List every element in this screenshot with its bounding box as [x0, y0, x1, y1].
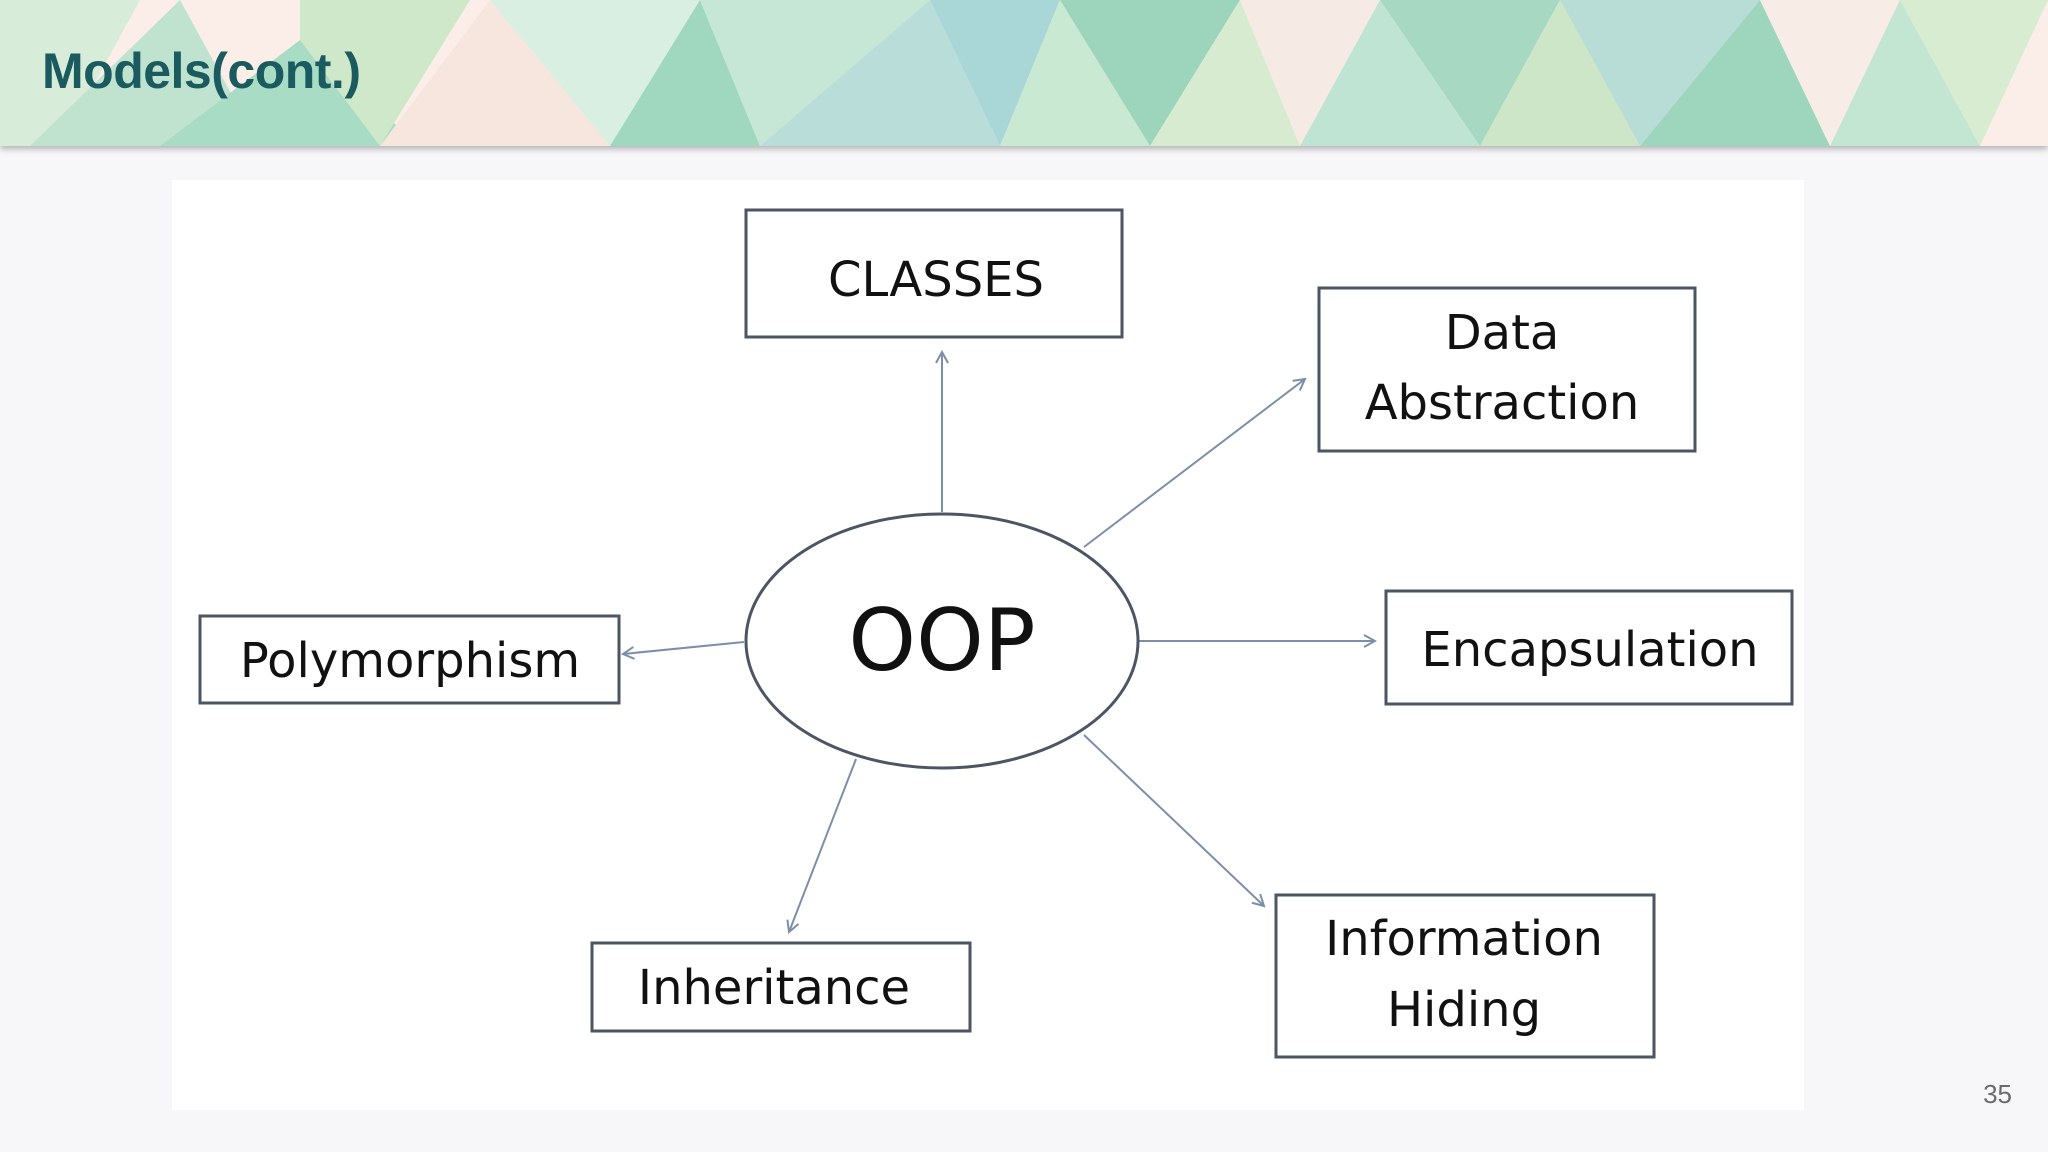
- header-banner: [0, 0, 2048, 146]
- inheritance-label: Inheritance: [638, 960, 910, 1016]
- arrow-to-data-abstraction: [1083, 379, 1305, 548]
- encapsulation-node: Encapsulation: [1384, 589, 1794, 706]
- diagram-panel: OOP CLASSES Data Abstraction Encapsulati…: [172, 180, 1804, 1110]
- data-abstraction-label-line1: Data: [1445, 305, 1560, 361]
- classes-label: CLASSES: [828, 252, 1044, 308]
- arrow-to-polymorphism: [623, 641, 745, 654]
- polymorphism-label: Polymorphism: [240, 633, 580, 689]
- page-number: 35: [1983, 1079, 2012, 1109]
- arrow-to-information-hiding: [1083, 734, 1264, 906]
- classes-node: CLASSES: [744, 208, 1124, 339]
- polymorphism-node: Polymorphism: [198, 614, 621, 705]
- information-hiding-node: Information Hiding: [1274, 893, 1656, 1059]
- oop-label: OOP: [848, 591, 1035, 691]
- arrow-to-inheritance: [789, 758, 857, 932]
- data-abstraction-label-line2: Abstraction: [1365, 375, 1640, 431]
- information-hiding-label-line1: Information: [1325, 911, 1603, 967]
- encapsulation-label: Encapsulation: [1421, 622, 1758, 678]
- header-pattern: [0, 0, 2048, 146]
- slide-title: Models(cont.): [42, 43, 361, 99]
- oop-diagram: OOP CLASSES Data Abstraction Encapsulati…: [198, 208, 1794, 1059]
- data-abstraction-node: Data Abstraction: [1317, 286, 1697, 453]
- oop-node: OOP: [744, 512, 1140, 770]
- information-hiding-label-line2: Hiding: [1387, 982, 1541, 1038]
- inheritance-node: Inheritance: [590, 941, 972, 1033]
